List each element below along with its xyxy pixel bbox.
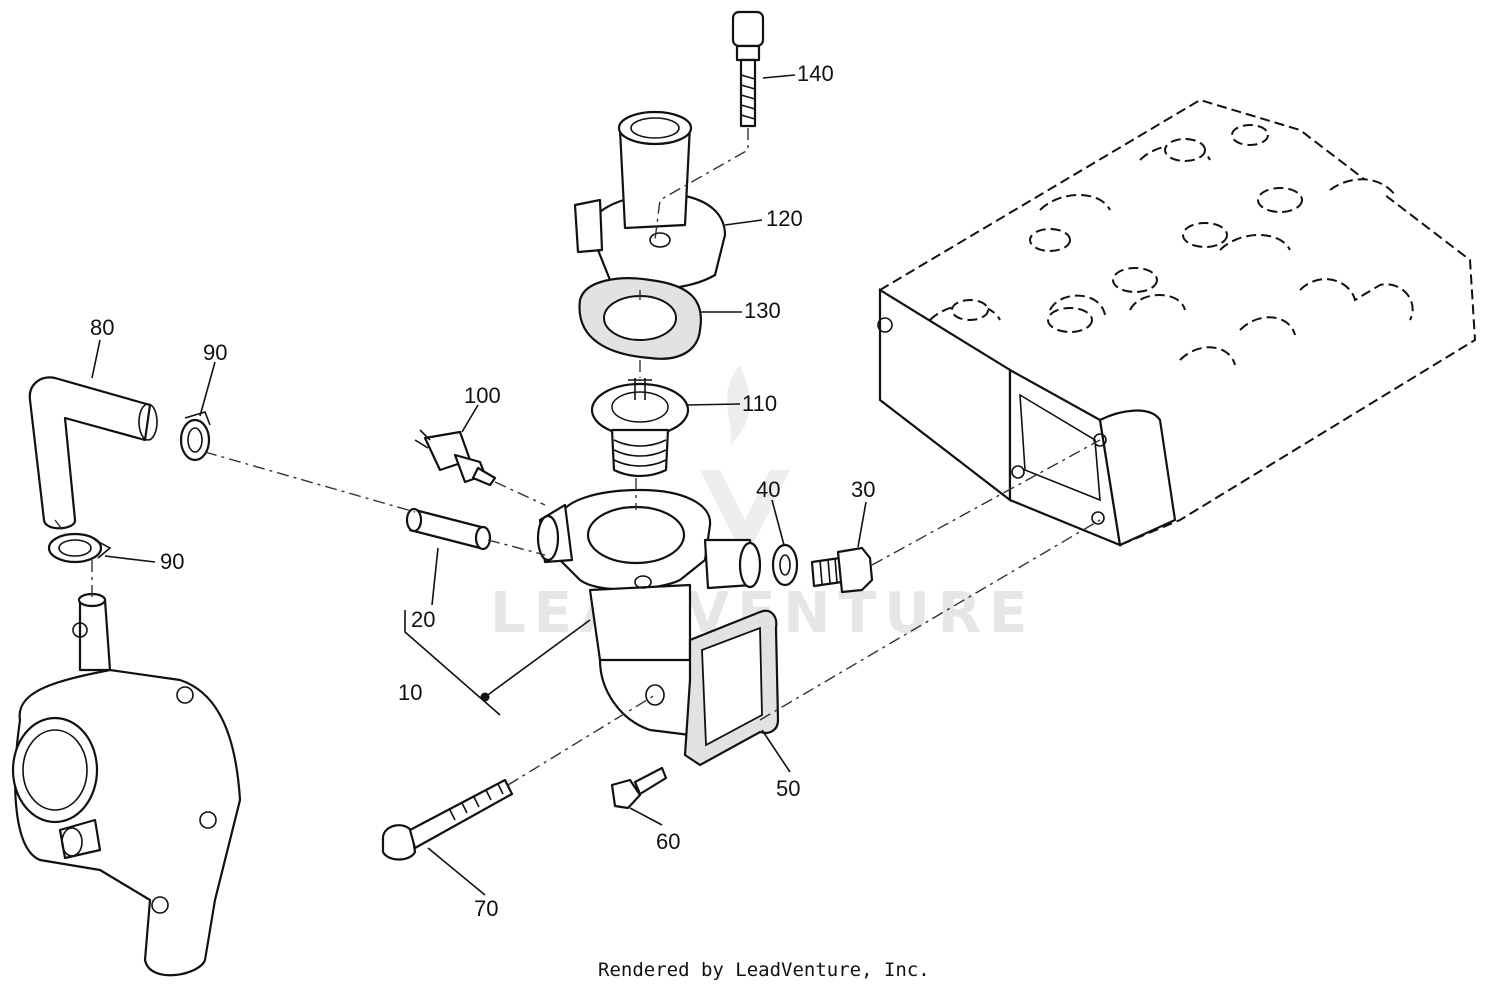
callout-110: 110 bbox=[742, 391, 777, 416]
callout-60: 60 bbox=[656, 829, 680, 854]
watermark-logo bbox=[700, 365, 790, 560]
callout-50: 50 bbox=[776, 776, 800, 801]
callout-20: 20 bbox=[411, 607, 435, 632]
hose-clamp-90-lower bbox=[47, 532, 112, 564]
bolt-70 bbox=[381, 778, 514, 861]
bolt-60 bbox=[610, 766, 668, 810]
callout-140: 140 bbox=[797, 61, 834, 86]
engine-block bbox=[877, 98, 1477, 547]
thermostat-cover-120 bbox=[573, 110, 727, 291]
gasket-50 bbox=[683, 609, 780, 767]
callout-70: 70 bbox=[474, 896, 498, 921]
callout-30: 30 bbox=[851, 477, 875, 502]
temp-sensor-100 bbox=[414, 429, 497, 487]
plug-bolt-30 bbox=[810, 546, 874, 594]
callout-120: 120 bbox=[766, 206, 803, 231]
callout-90-upper: 90 bbox=[203, 340, 227, 365]
leader-lines bbox=[91, 74, 867, 896]
callout-labels: 140 120 130 110 100 80 90 90 40 30 20 10… bbox=[90, 61, 875, 921]
hose-80 bbox=[28, 376, 158, 530]
callout-130: 130 bbox=[744, 298, 781, 323]
callout-10: 10 bbox=[398, 680, 422, 705]
pipe-20 bbox=[405, 507, 492, 551]
callout-90-lower: 90 bbox=[160, 549, 184, 574]
thermostat-110 bbox=[590, 378, 690, 478]
callout-100: 100 bbox=[464, 383, 501, 408]
callout-80: 80 bbox=[90, 315, 114, 340]
water-pump bbox=[11, 592, 242, 977]
footer-credit: Rendered by LeadVenture, Inc. bbox=[598, 959, 930, 981]
gasket-130 bbox=[578, 277, 702, 360]
washer-40 bbox=[771, 543, 799, 587]
callout-40: 40 bbox=[756, 477, 780, 502]
bolt-140 bbox=[731, 10, 765, 128]
assembly-lines bbox=[54, 128, 1101, 786]
hose-clamp-90-upper bbox=[179, 411, 211, 462]
